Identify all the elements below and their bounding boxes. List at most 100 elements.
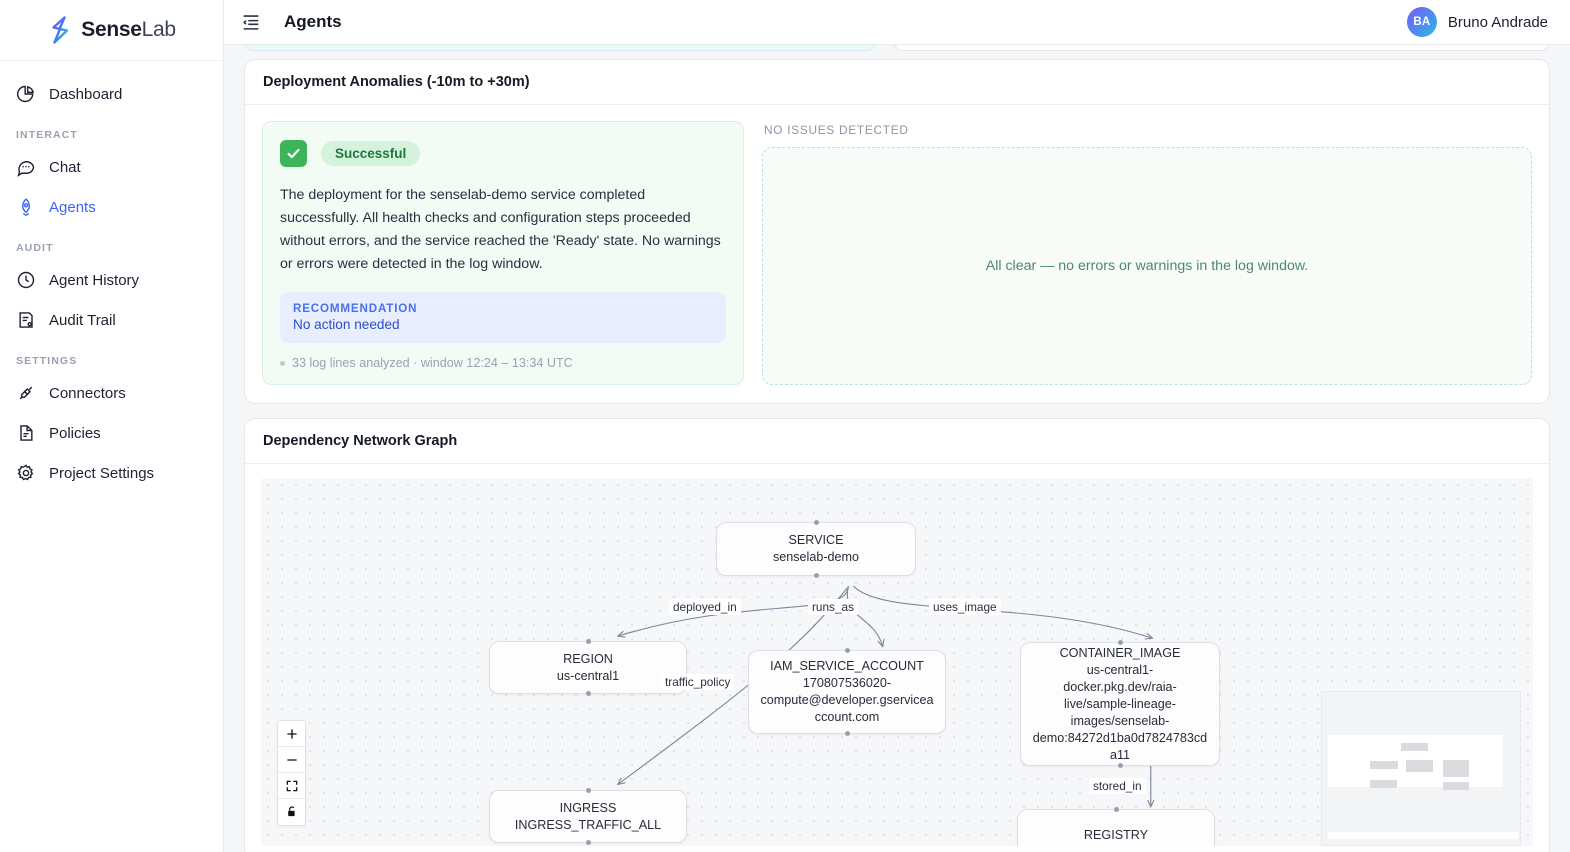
deployment-status-panel: Successful The deployment for the sensel… [262, 121, 744, 385]
minimap-node [1406, 760, 1433, 772]
sidebar-section-interact: INTERACT [16, 129, 78, 141]
recommendation-label: RECOMMENDATION [293, 302, 418, 315]
lock-icon [287, 806, 295, 817]
node-handle-top [844, 648, 850, 653]
node-type: REGION [563, 651, 613, 666]
zoom-in-button[interactable] [278, 721, 305, 747]
node-handle-bottom [585, 691, 591, 696]
graph-node-registry[interactable]: REGISTRY us-central1-docker.pkg.dev [1017, 807, 1215, 846]
minimap-viewport-edge [1328, 832, 1518, 839]
previous-card-right [894, 45, 1550, 51]
dependency-graph-card: Dependency Network Graph [244, 418, 1550, 852]
node-name: us-central1-docker.pkg.dev/raia-live/sam… [1032, 662, 1208, 762]
sidebar-section-audit: AUDIT [16, 242, 54, 254]
pie-chart-icon [16, 85, 34, 103]
topbar: Agents BA Bruno Andrade [224, 0, 1570, 45]
graph-node-container-image[interactable]: CONTAINER_IMAGE us-central1-docker.pkg.d… [1020, 640, 1220, 768]
bullet-dot-icon [280, 360, 285, 366]
node-handle-top [585, 788, 591, 793]
node-handle-top [1113, 807, 1119, 812]
no-issues-empty-state: All clear — no errors or warnings in the… [762, 147, 1532, 385]
sidebar-item-agent-history[interactable]: Agent History [0, 261, 223, 299]
fit-screen-icon [286, 780, 297, 791]
brand-name-light: Lab [141, 18, 176, 41]
sidebar-item-agents[interactable]: Agents [0, 188, 223, 226]
sidebar-item-policies[interactable]: Policies [0, 414, 223, 452]
graph-node-ingress[interactable]: INGRESS INGRESS_TRAFFIC_ALL [489, 788, 687, 845]
chat-bubble-icon [17, 161, 35, 177]
graph-node-service[interactable]: SERVICE senselab-demo [716, 520, 916, 578]
node-type: INGRESS [559, 800, 617, 815]
minimap-node [1443, 760, 1469, 777]
fit-view-button[interactable] [278, 773, 305, 799]
zoom-out-button[interactable] [278, 747, 305, 773]
node-type: CONTAINER_IMAGE [1059, 645, 1181, 660]
previous-card-partial [244, 45, 1550, 51]
plug-icon [19, 386, 33, 400]
node-name: 170807536020-compute@developer.gservicea… [760, 676, 934, 724]
graph-minimap[interactable] [1321, 691, 1521, 846]
graph-node-iam-service-account[interactable]: IAM_SERVICE_ACCOUNT 170807536020-compute… [748, 648, 946, 736]
graph-edge-label-deployed-in: deployed_in [669, 599, 741, 615]
minimap-node [1370, 761, 1398, 769]
graph-zoom-controls [277, 720, 306, 826]
sidebar-item-label: Agent History [49, 271, 140, 289]
content-scroll[interactable]: Deployment Anomalies (-10m to +30m) Succ… [224, 45, 1570, 852]
page-title: Agents [284, 12, 342, 31]
node-name: us-central1-docker.pkg.dev [1040, 844, 1191, 846]
sidebar: SenseLab Dashboard INTERACT Chat [0, 0, 224, 852]
graph-edge-label-traffic-policy: traffic_policy [661, 674, 735, 690]
gear-icon [17, 464, 34, 481]
graph-edge-label-uses-image: uses_image [929, 599, 1001, 615]
node-handle-top [585, 639, 591, 644]
sidebar-section-settings: SETTINGS [16, 355, 78, 367]
avatar: BA [1406, 7, 1437, 37]
recommendation-box: RECOMMENDATION No action needed [280, 292, 726, 343]
minimap-node [1370, 780, 1397, 788]
node-name: INGRESS_TRAFFIC_ALL [514, 817, 662, 832]
no-issues-message: All clear — no errors or warnings in the… [985, 258, 1309, 274]
sidebar-item-chat[interactable]: Chat [0, 148, 223, 186]
node-handle-bottom [813, 573, 819, 578]
sidebar-nav: Dashboard INTERACT Chat Agents [0, 61, 223, 494]
status-row: Successful [280, 140, 726, 167]
deployment-summary-text: The deployment for the senselab-demo ser… [280, 187, 721, 272]
node-handle-bottom [1117, 763, 1123, 768]
analysis-meta: 33 log lines analyzed · window 12:24 – 1… [280, 356, 726, 370]
node-name: senselab-demo [772, 550, 860, 564]
minimap-node [1401, 743, 1428, 751]
sidebar-item-label: Connectors [49, 384, 126, 402]
plus-icon [286, 728, 297, 739]
sidebar-item-label: Project Settings [49, 464, 155, 482]
minus-icon [286, 758, 297, 761]
node-handle-top [813, 520, 819, 525]
sidebar-item-connectors[interactable]: Connectors [0, 374, 223, 412]
graph-edge-label-runs-as: runs_as [808, 599, 858, 615]
graph-canvas[interactable]: SERVICE senselab-demo REGION us-central1 [261, 478, 1533, 846]
sidebar-item-dashboard[interactable]: Dashboard [0, 75, 223, 113]
graph-node-region[interactable]: REGION us-central1 [489, 639, 687, 696]
sidebar-item-project-settings[interactable]: Project Settings [0, 454, 223, 492]
lock-button[interactable] [278, 799, 305, 825]
brand-name: SenseLab [81, 18, 176, 42]
main-area: Agents BA Bruno Andrade Deployment Anoma… [224, 0, 1570, 852]
node-type: IAM_SERVICE_ACCOUNT [770, 659, 924, 673]
file-text-icon [20, 425, 33, 441]
user-name: Bruno Andrade [1447, 13, 1548, 31]
document-list-icon [19, 312, 33, 328]
brand-logo[interactable]: SenseLab [0, 0, 223, 61]
clock-icon [17, 271, 35, 289]
minimap-node [1443, 782, 1469, 790]
green-check-icon [280, 140, 307, 167]
user-menu[interactable]: BA Bruno Andrade [1406, 7, 1548, 37]
sidebar-item-audit-trail[interactable]: Audit Trail [0, 301, 223, 339]
previous-card-left [244, 45, 876, 51]
sidebar-item-label: Audit Trail [49, 311, 116, 329]
sidebar-item-label: Dashboard [49, 85, 123, 103]
node-handle-bottom [585, 840, 591, 845]
sidebar-collapse-icon[interactable] [240, 11, 262, 33]
sidebar-item-label: Agents [49, 198, 96, 216]
no-issues-label: NO ISSUES DETECTED [764, 123, 909, 137]
node-handle-bottom [844, 731, 850, 736]
